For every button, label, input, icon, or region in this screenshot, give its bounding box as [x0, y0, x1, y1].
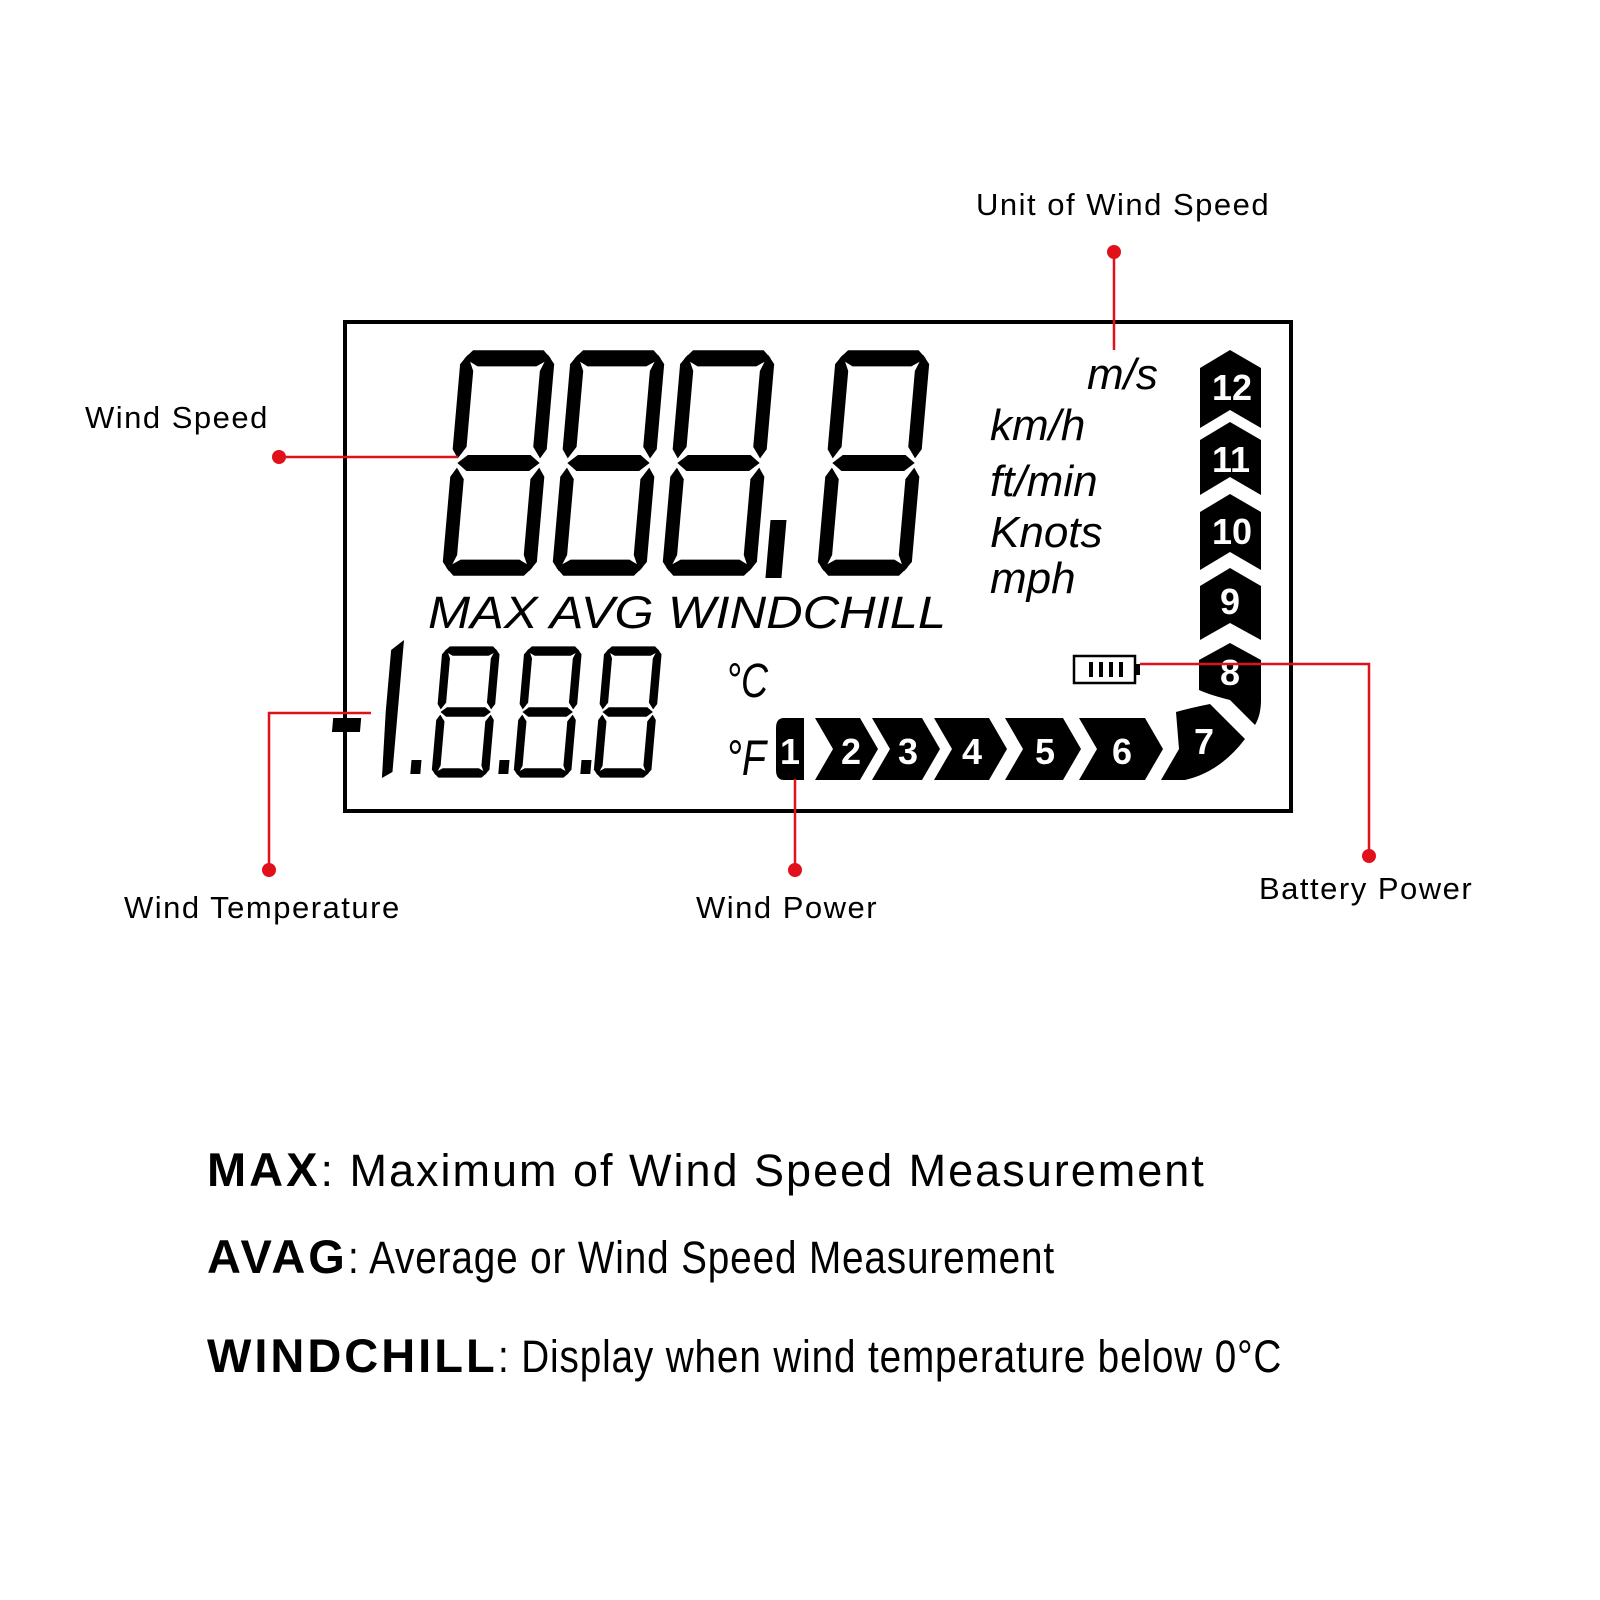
callout-battery-power: Battery Power	[1259, 871, 1473, 906]
callout-wind-speed: Wind Speed	[85, 400, 269, 435]
scale-number-9: 9	[1220, 581, 1240, 622]
scale-number-7: 7	[1194, 721, 1214, 762]
legend-term: MAX	[207, 1143, 321, 1196]
callout-dot-wind-speed	[272, 450, 286, 464]
temperature-digits	[331, 640, 663, 778]
scale-number-12: 12	[1212, 367, 1252, 408]
scale-segment-12	[1200, 350, 1261, 428]
callout-wind-temperature: Wind Temperature	[124, 890, 401, 925]
scale-number-6: 6	[1112, 731, 1132, 772]
scale-number-4: 4	[962, 731, 982, 772]
legend-max: MAX: Maximum of Wind Speed Measurement	[207, 1142, 1206, 1197]
fahrenheit-unit: °F	[726, 730, 768, 786]
scale-number-5: 5	[1035, 731, 1055, 772]
callout-lines	[267, 252, 1371, 870]
legend-description: : Maximum of Wind Speed Measurement	[320, 1145, 1206, 1196]
scale-number-10: 10	[1212, 511, 1252, 552]
wind-speed-digits	[441, 350, 930, 578]
unit-m-s: m/s	[1087, 350, 1158, 399]
mode-labels: MAX AVG WINDCHILL	[428, 587, 946, 638]
battery-bar	[1119, 662, 1123, 677]
unit-mph: mph	[990, 554, 1076, 603]
scale-segment-1	[776, 718, 804, 780]
scale-segment-7	[1161, 704, 1245, 780]
scale-number-3: 3	[898, 731, 918, 772]
scale-segment-10	[1200, 494, 1261, 570]
legend-description: : Average or Wind Speed Measurement	[347, 1232, 1055, 1283]
battery-bar	[1089, 662, 1093, 677]
legend-term: WINDCHILL	[207, 1329, 498, 1382]
scale-segment-2	[815, 718, 878, 780]
callout-unit-of-wind-speed: Unit of Wind Speed	[976, 187, 1270, 222]
celsius-unit: °C	[726, 655, 768, 708]
scale-number-8: 8	[1220, 652, 1240, 693]
legend-description: : Display when wind temperature below 0°…	[497, 1331, 1282, 1382]
scale-number-11: 11	[1212, 439, 1250, 480]
legend-term: AVAG	[207, 1230, 348, 1283]
unit-knots: Knots	[990, 508, 1103, 557]
scale-segment-5	[1005, 718, 1081, 780]
callout-dot-battery	[1362, 849, 1376, 863]
unit-ft-min: ft/min	[990, 457, 1098, 506]
scale-segment-9	[1200, 568, 1261, 640]
scale-segment-3	[872, 718, 940, 780]
scale-segment-11	[1200, 422, 1261, 495]
scale-segment-4	[934, 718, 1007, 780]
battery-icon	[1072, 654, 1140, 685]
scale-number-1: 1	[780, 731, 800, 772]
battery-bar	[1109, 662, 1113, 677]
legend-windchill: WINDCHILL: Display when wind temperature…	[207, 1328, 1410, 1383]
callout-dot-wind-power	[788, 863, 802, 877]
wind-power-scale-numbers: 1 2 3 4 5 6 7 8 9 10 11 12	[780, 367, 1252, 772]
unit-km-h: km/h	[990, 401, 1085, 450]
callout-dot-temperature	[262, 863, 276, 877]
battery-bar	[1099, 662, 1103, 677]
scale-segment-6	[1079, 718, 1163, 780]
legend-avag: AVAG: Average or Wind Speed Measurement	[207, 1229, 1170, 1284]
callout-dot-unit	[1107, 245, 1121, 259]
scale-number-2: 2	[841, 731, 861, 772]
callout-wind-power: Wind Power	[696, 890, 878, 925]
